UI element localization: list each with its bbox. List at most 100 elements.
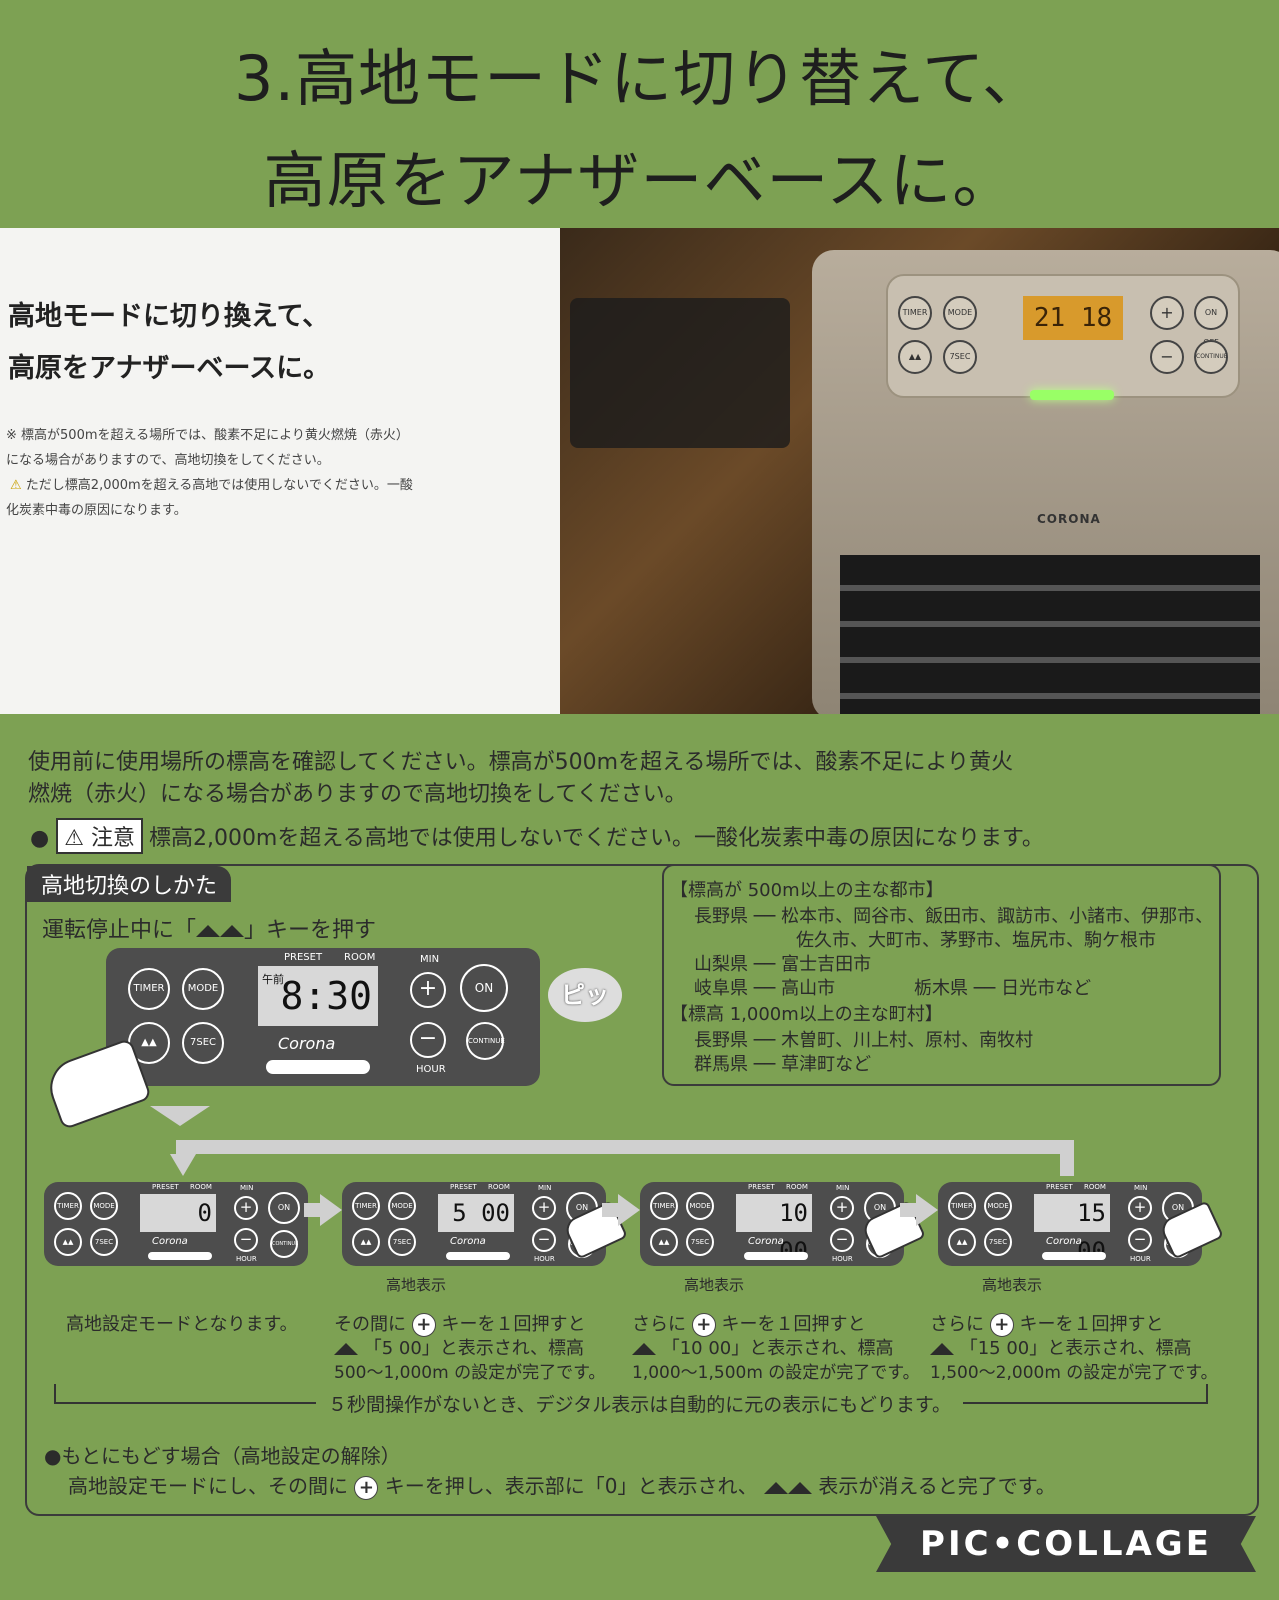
display-bar	[446, 1252, 510, 1260]
heater-minus-button: −	[1150, 340, 1184, 374]
7sec-button: 7SEC	[388, 1228, 416, 1256]
plus-button: +	[532, 1196, 556, 1220]
method-instruction: 運転停止中に「」キーを押す	[42, 912, 376, 944]
step-arrow	[618, 1194, 640, 1226]
min-label: MIN	[420, 954, 440, 965]
timer-button: TIMER	[128, 968, 170, 1010]
step-display: 15 00	[1034, 1194, 1110, 1265]
mountain-button: ▲▲	[352, 1228, 380, 1256]
hour-label: HOUR	[416, 1064, 446, 1075]
step-desc-3: 1,000〜1,500m の設定が完了です。	[632, 1363, 920, 1383]
mountain-icon	[196, 925, 221, 937]
display-bar	[266, 1060, 370, 1074]
minus-button: −	[1128, 1228, 1152, 1252]
heater-mountain-button: ▲▲	[898, 340, 932, 374]
step-panel: TIMER MODE ▲▲ 7SEC PRESET ROOM 0 Corona …	[44, 1182, 308, 1266]
mountain-icon	[334, 1343, 358, 1355]
room-label: ROOM	[190, 1183, 212, 1191]
mountain-button: ▲▲	[650, 1228, 678, 1256]
photo-note-line4: 化炭素中毒の原因になります。	[6, 503, 187, 518]
minus-button: −	[532, 1228, 556, 1252]
step-desc-1: さらに + キーを１回押すと	[930, 1310, 1163, 1337]
town-row-nagano-2: 佐久市、大町市、茅野市、塩尻市、駒ケ根市	[796, 930, 1156, 951]
heater-continue-button: CONTINUE	[1194, 340, 1228, 374]
step-desc-2: 「10 00」と表示され、標高	[632, 1334, 893, 1360]
mode-button: MODE	[984, 1192, 1012, 1220]
step-desc-3: 500〜1,000m の設定が完了です。	[334, 1363, 606, 1383]
room-label: ROOM	[786, 1183, 808, 1191]
7sec-button: 7SEC	[984, 1228, 1012, 1256]
instruction-end: 」キーを押す	[244, 918, 377, 943]
caution-badge: ⚠ 注意	[56, 818, 143, 854]
heater-display: 21 18	[1023, 296, 1123, 340]
timer-button: TIMER	[54, 1192, 82, 1220]
plus-button: +	[1128, 1196, 1152, 1220]
cities: 富士吉田市	[781, 954, 872, 975]
reset-instruction: 高地設定モードにし、その間に + キーを押し、表示部に「0」と表示され、 表示が…	[68, 1470, 1056, 1500]
desc-b: キーを１回押すと	[1019, 1314, 1164, 1335]
continue-button: CONTINUE	[270, 1230, 298, 1258]
step-display: 5 00	[438, 1194, 514, 1232]
timer-button: TIMER	[650, 1192, 678, 1220]
beep-bubble: ピッ	[548, 968, 622, 1022]
7sec-button: 7SEC	[686, 1228, 714, 1256]
min-label: MIN	[836, 1184, 850, 1192]
reset-a: 高地設定モードにし、その間に	[68, 1474, 348, 1498]
preset-label: PRESET	[152, 1183, 179, 1191]
background-device	[570, 298, 790, 448]
desc-a: その間に	[334, 1314, 406, 1335]
heater-indicator-light	[1030, 390, 1114, 400]
step-display: 10 00	[736, 1194, 812, 1265]
step-arrow-tail	[900, 1203, 918, 1217]
am-label: 午前	[262, 973, 284, 986]
mountain-icon	[788, 1481, 813, 1494]
plus-icon: +	[989, 1313, 1014, 1337]
heater-mode-button: MODE	[943, 296, 977, 330]
photo-heading-line2: 高原をアナザーベースに。	[8, 353, 331, 384]
town-row-tochigi: 栃木県 ── 日光市など	[914, 978, 1092, 999]
pref: 長野県	[694, 1030, 748, 1051]
photo-note-line3: ⚠ ただし標高2,000mを超える高地では使用しないでください。一酸	[10, 474, 413, 493]
caution-row: ● ⚠ 注意標高2,000mを超える高地では使用しないでください。一酸化炭素中毒…	[30, 818, 1044, 854]
min-label: MIN	[240, 1184, 254, 1192]
photo-note-line3-text: ただし標高2,000mを超える高地では使用しないでください。一酸	[25, 478, 413, 493]
reset-title: ●もとにもどす場合（高地設定の解除）	[44, 1444, 401, 1468]
plus-button: +	[410, 972, 446, 1008]
display-bar	[1042, 1252, 1106, 1260]
heater-photo: TIMER MODE ▲▲ 7SEC 21 18 + − ON OFF CONT…	[560, 228, 1279, 714]
town-row-gifu: 岐阜県 ── 高山市	[694, 978, 836, 999]
caution-label: 注意	[90, 826, 135, 851]
town-row-gunma: 群馬県 ── 草津町など	[694, 1054, 872, 1075]
cities: 草津町など	[781, 1054, 872, 1075]
pref: 群馬県	[694, 1054, 748, 1075]
plus-icon: +	[691, 1313, 716, 1337]
step-desc-2: 「15 00」と表示され、標高	[930, 1334, 1191, 1360]
towns-heading-500: 【標高が 500m以上の主な都市】	[670, 880, 944, 901]
continue-button: CONTINUE	[466, 1022, 505, 1060]
preset-label: PRESET	[748, 1183, 775, 1191]
down-arrow	[150, 1106, 210, 1126]
photo-heading-line1: 高地モードに切り換えて、	[8, 301, 330, 332]
intro-line2: 燃焼（赤火）になる場合がありますので高地切換をしてください。	[28, 782, 687, 807]
mode-button: MODE	[90, 1192, 118, 1220]
minus-button: −	[830, 1228, 854, 1252]
desc-c: 「5 00」と表示され、標高	[363, 1338, 584, 1359]
pref: 長野県	[694, 906, 748, 927]
timeout-note: ５秒間操作がないとき、デジタル表示は自動的に元の表示にもどります。	[315, 1394, 963, 1416]
step-arrow-tail	[602, 1203, 620, 1217]
page-title-line2: 高原をアナザーベースに。	[263, 144, 1016, 217]
heater-body: TIMER MODE ▲▲ 7SEC 21 18 + − ON OFF CONT…	[812, 250, 1279, 714]
timer-button: TIMER	[948, 1192, 976, 1220]
warning-icon: ⚠	[10, 478, 22, 493]
heater-plus-button: +	[1150, 296, 1184, 330]
town-row-nagano: 長野県 ── 松本市、岡谷市、飯田市、諏訪市、小諸市、伊那市、	[694, 906, 1214, 927]
step-desc-2: 「5 00」と表示され、標高	[334, 1334, 584, 1360]
heater-brand: CORONA	[1037, 512, 1101, 526]
timeout-note-wrap: ５秒間操作がないとき、デジタル表示は自動的に元の表示にもどります。	[0, 1390, 1279, 1417]
plus-button: +	[234, 1196, 258, 1220]
step-arrow-tail	[304, 1203, 322, 1217]
town-row-yamanashi: 山梨県 ── 富士吉田市	[694, 954, 872, 975]
heater-control-panel: TIMER MODE ▲▲ 7SEC 21 18 + − ON OFF CONT…	[886, 274, 1240, 398]
pref: 岐阜県	[694, 978, 748, 999]
cities: 高山市	[781, 978, 836, 999]
